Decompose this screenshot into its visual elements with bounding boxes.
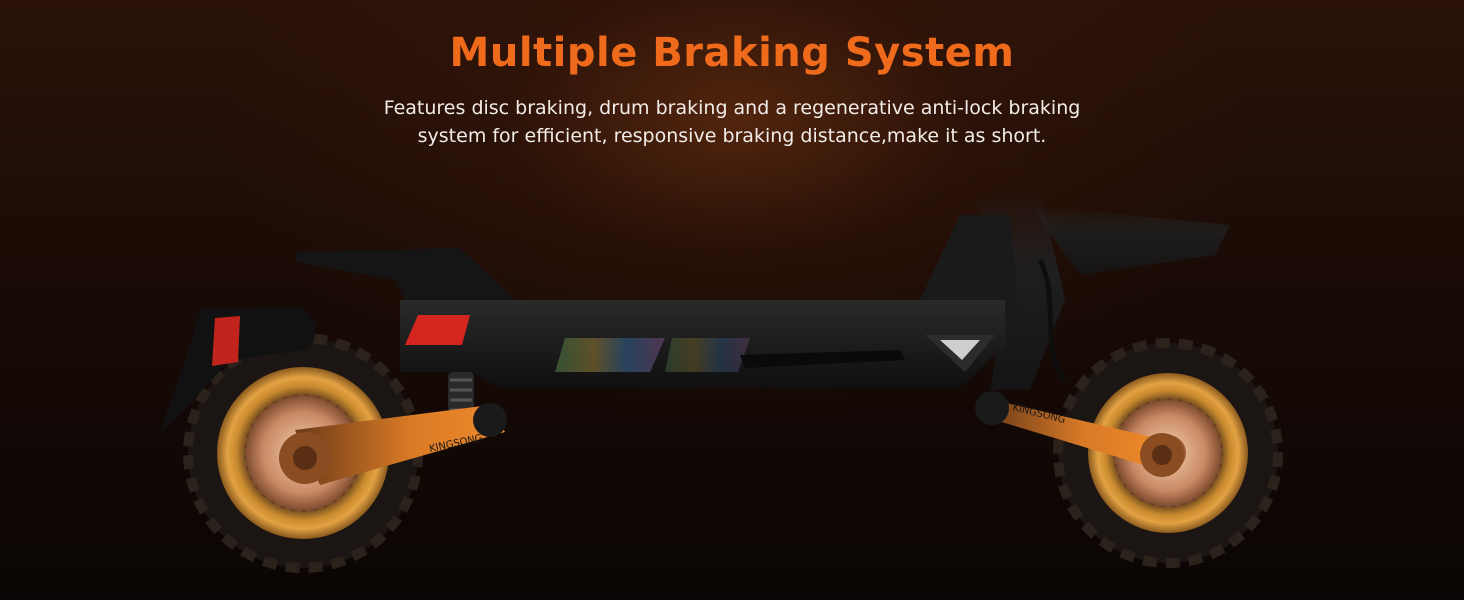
rear-rack <box>296 248 515 310</box>
banner-description: Features disc braking, drum braking and … <box>382 94 1082 150</box>
banner-title: Multiple Braking System <box>449 30 1015 76</box>
banner-description-line-2: system for efficient, responsive braking… <box>417 125 1047 147</box>
rgb-deck-light <box>555 338 665 372</box>
rear-fender <box>160 306 316 432</box>
kickstand <box>740 350 905 368</box>
banner-description-line-1: Features disc braking, drum braking and … <box>383 97 1081 119</box>
tail-light <box>212 316 240 366</box>
deck-brake-light <box>405 315 470 345</box>
scooter-deck <box>400 300 1005 388</box>
